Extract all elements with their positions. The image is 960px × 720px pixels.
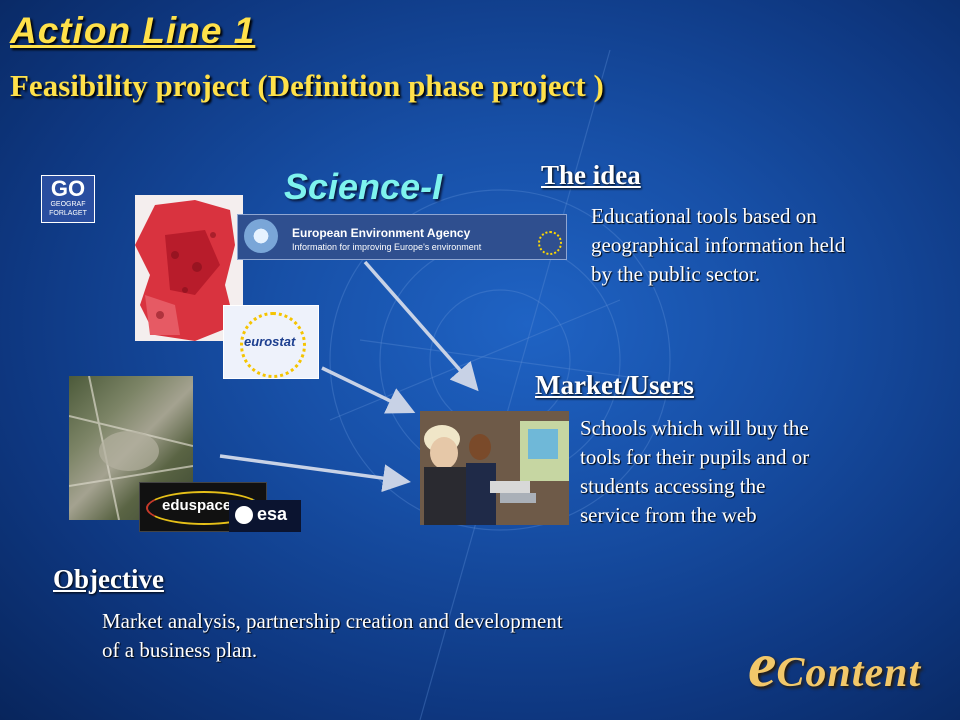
objective-heading: Objective — [53, 564, 164, 594]
slide-subtitle: Feasibility project (Definition phase pr… — [10, 68, 604, 103]
classroom-photo — [420, 411, 569, 525]
esa-globe-icon — [235, 506, 253, 524]
geograf-logo-publisher: FORLAGET — [49, 210, 87, 217]
arrow-eurostat-to-classroom — [321, 366, 416, 414]
esa-logo: esa — [229, 500, 301, 532]
eea-name: European Environment Agency — [292, 226, 471, 240]
idea-line: Educational tools based on — [591, 204, 817, 228]
idea-line: geographical information held — [591, 233, 846, 257]
science-i-label: Science-I — [284, 166, 443, 207]
eu-stars-icon — [538, 231, 562, 255]
market-heading: Market/Users — [535, 370, 694, 400]
eurostat-text: eurostat — [244, 334, 296, 349]
econtent-logo-e: e — [748, 629, 777, 700]
eurostat-logo: eurostat — [223, 305, 319, 379]
econtent-logo: eContent — [748, 628, 921, 702]
europe-map-image — [135, 195, 243, 341]
market-line: students accessing the — [580, 474, 766, 498]
eea-tagline: Information for improving Europe's envir… — [292, 242, 482, 252]
idea-heading: The idea — [541, 160, 641, 190]
objective-line: of a business plan. — [102, 638, 258, 662]
geograf-logo-name: GEOGRAF — [50, 201, 86, 208]
objective-text: Market analysis, partnership creation an… — [102, 607, 563, 665]
objective-line: Market analysis, partnership creation an… — [102, 609, 563, 633]
eduspace-text: eduspace — [162, 497, 232, 514]
geograf-forlaget-logo: GO GEOGRAF FORLAGET — [41, 175, 95, 223]
market-line: tools for their pupils and or — [580, 445, 810, 469]
esa-text: esa — [257, 504, 288, 524]
market-line: Schools which will buy the — [580, 416, 809, 440]
idea-text: Educational tools based on geographical … — [591, 202, 845, 289]
eea-sun-icon — [244, 219, 278, 253]
arrow-satellite-to-classroom — [219, 454, 411, 493]
econtent-logo-content: Content — [776, 650, 922, 696]
eea-logo-banner: European Environment Agency Information … — [237, 214, 567, 260]
eurostat-stars-icon — [240, 312, 306, 378]
market-line: service from the web — [580, 503, 757, 527]
market-text: Schools which will buy the tools for the… — [580, 414, 809, 530]
arrow-eea-to-classroom — [363, 260, 479, 392]
idea-line: by the public sector. — [591, 262, 761, 286]
geograf-logo-go: GO — [50, 176, 86, 201]
slide-title: Action Line 1 — [10, 10, 256, 51]
